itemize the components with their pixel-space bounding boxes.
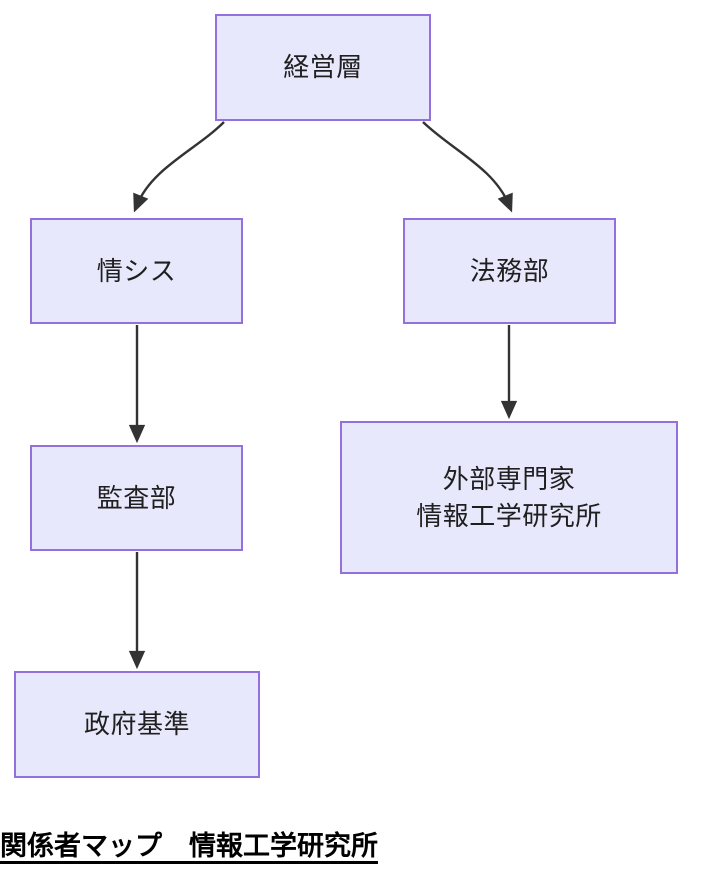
node-it-label: 情シス bbox=[96, 255, 177, 286]
edge-management-to-legal bbox=[422, 121, 513, 213]
node-management[interactable]: 経営層 bbox=[215, 14, 431, 121]
node-external[interactable]: 外部専門家 情報工学研究所 bbox=[340, 421, 678, 574]
node-gov[interactable]: 政府基準 bbox=[14, 671, 260, 778]
node-external-label-line2: 情報工学研究所 bbox=[416, 500, 602, 531]
node-audit-label: 監査部 bbox=[96, 482, 177, 513]
diagram-caption: 関係者マップ 情報工学研究所 bbox=[0, 824, 708, 863]
node-legal[interactable]: 法務部 bbox=[403, 218, 616, 324]
edge-management-to-it bbox=[133, 121, 225, 213]
node-external-label-line1: 外部専門家 bbox=[442, 463, 576, 494]
diagram-caption-text: 関係者マップ 情報工学研究所 bbox=[0, 831, 378, 861]
node-gov-label: 政府基準 bbox=[83, 709, 190, 740]
node-management-label: 経営層 bbox=[283, 52, 363, 83]
node-legal-label: 法務部 bbox=[469, 255, 550, 286]
node-audit[interactable]: 監査部 bbox=[30, 445, 243, 551]
node-it[interactable]: 情シス bbox=[30, 218, 243, 324]
